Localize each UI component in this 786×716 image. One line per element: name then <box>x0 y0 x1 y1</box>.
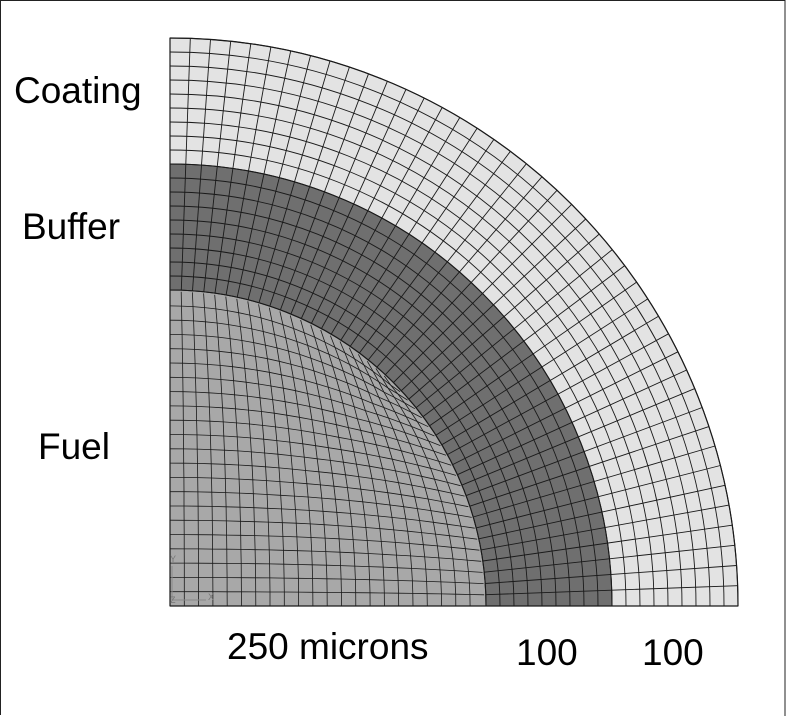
mesh-line <box>203 41 232 292</box>
mesh-line <box>376 176 543 368</box>
mesh-line <box>367 163 527 361</box>
mesh-line <box>480 504 730 551</box>
coating-label: Coating <box>14 70 142 111</box>
buffer-thickness-label: 100 <box>516 632 578 673</box>
mesh-line <box>236 50 292 298</box>
coating-thickness-label: 100 <box>642 632 704 673</box>
axis-x-label: X <box>208 592 214 602</box>
mesh-line <box>214 43 252 294</box>
mesh-line <box>447 333 669 455</box>
mesh-line <box>169 391 441 446</box>
mesh-line <box>393 204 572 383</box>
fuel-label: Fuel <box>38 426 110 467</box>
mesh-line <box>465 407 703 497</box>
mesh-line <box>169 405 447 456</box>
mesh-line <box>340 127 478 341</box>
mesh-line <box>247 55 311 300</box>
axis-triad: Y X Z <box>170 554 214 605</box>
mesh-line <box>400 218 587 392</box>
mesh-line <box>290 81 388 315</box>
mesh-line <box>169 334 415 410</box>
mesh-line <box>473 445 716 518</box>
mesh-line <box>300 319 342 607</box>
mesh-line <box>429 281 637 427</box>
mesh-line <box>169 376 435 437</box>
mesh-line <box>485 585 738 596</box>
mesh-line <box>169 419 452 466</box>
mesh-line <box>339 341 400 607</box>
mesh-line <box>310 324 357 607</box>
mesh-line <box>359 151 511 354</box>
mesh-line <box>408 233 600 400</box>
mesh-line <box>169 434 457 476</box>
mesh-line <box>169 362 429 428</box>
mesh-line <box>441 315 659 446</box>
mesh-line <box>349 139 495 347</box>
mesh-line <box>169 448 461 487</box>
mesh-line <box>461 388 695 486</box>
mesh-line <box>482 524 733 562</box>
fuel-thickness-label: 250 microns <box>227 626 429 667</box>
mesh-line <box>375 368 457 607</box>
mesh-line <box>452 351 679 466</box>
mesh-line <box>269 66 350 307</box>
mesh-line <box>435 298 649 436</box>
mesh-line <box>321 107 443 329</box>
mesh-line <box>422 265 625 417</box>
mesh-line <box>169 319 408 401</box>
mesh-line <box>180 38 191 291</box>
mesh-line <box>258 60 331 303</box>
mesh-line <box>300 89 407 319</box>
mesh-line <box>169 305 401 393</box>
mesh-grid-lines <box>169 37 739 607</box>
mesh-line <box>358 354 428 607</box>
mesh-line <box>457 369 687 476</box>
mesh-line <box>279 73 369 311</box>
mesh-line <box>310 97 425 324</box>
axis-z-label: Z <box>170 595 176 605</box>
mesh-line <box>484 544 735 573</box>
mesh-line <box>485 565 737 584</box>
mesh-line <box>225 46 272 296</box>
mesh-line <box>384 189 558 376</box>
mesh-line <box>383 375 471 607</box>
mesh-line <box>478 484 726 540</box>
mesh-line <box>330 335 385 607</box>
mesh-line <box>330 117 461 335</box>
mesh-line <box>320 329 371 607</box>
mesh-line <box>415 249 613 409</box>
mesh-line <box>469 426 710 507</box>
mesh-line <box>366 361 442 607</box>
axis-y-label: Y <box>170 554 176 564</box>
mesh-line <box>476 465 721 529</box>
mesh-line <box>192 39 211 291</box>
buffer-label: Buffer <box>22 206 121 247</box>
mesh-line <box>348 347 414 607</box>
mesh-line <box>169 348 422 418</box>
